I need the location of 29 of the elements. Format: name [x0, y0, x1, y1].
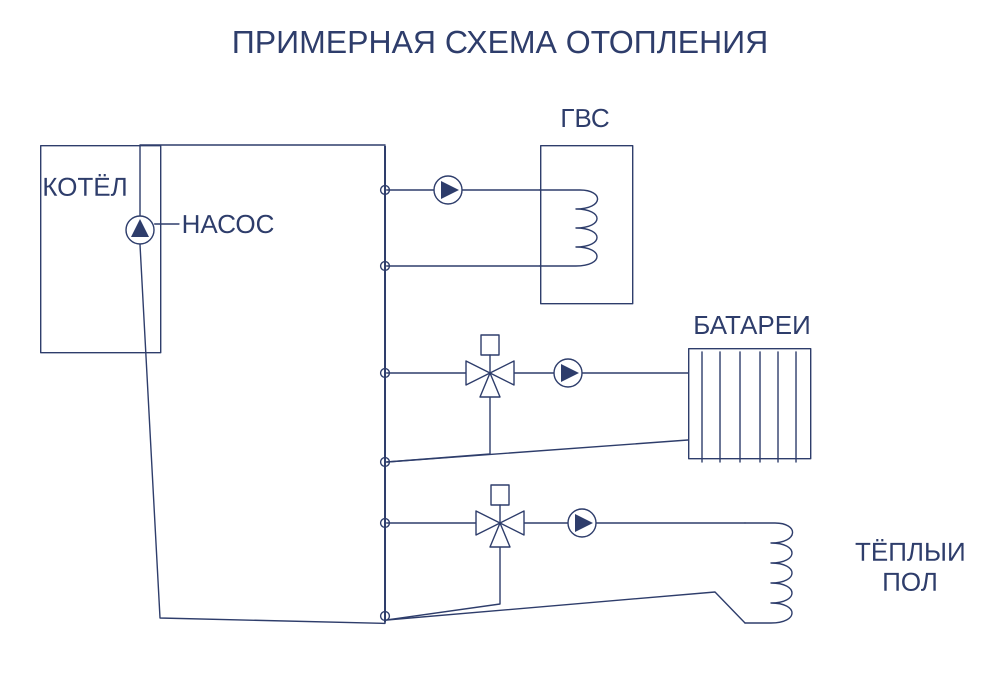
- pipe: [582, 372, 689, 374]
- node-label: ГВС: [562, 108, 609, 128]
- leader-line: [154, 223, 180, 225]
- pipe: [596, 522, 746, 524]
- pipe: [139, 144, 386, 216]
- node-label: БАТАРЕИ: [695, 316, 809, 334]
- pipe: [386, 189, 434, 191]
- boiler-box: КОТЁЛ: [40, 145, 162, 354]
- pump-symbol: [553, 358, 583, 388]
- pipe: [386, 265, 541, 267]
- pipe: [524, 522, 568, 524]
- pipe: [514, 372, 554, 374]
- pump-symbol: [567, 508, 597, 538]
- title: ПРИМЕРНАЯ СХЕМА ОТОПЛЕНИЯ: [234, 30, 766, 54]
- pump-symbol: [433, 175, 463, 205]
- pipe: [139, 244, 386, 624]
- pipe: [386, 397, 491, 463]
- pipe: [386, 547, 501, 621]
- manifold-pipe: [380, 146, 390, 623]
- mixing-valve: [475, 484, 525, 548]
- pump-label: НАСОС: [184, 214, 274, 234]
- pump-symbol: [125, 215, 155, 245]
- radiator: БАТАРЕИ: [688, 316, 812, 463]
- pipe: [386, 372, 466, 374]
- pipe: [462, 189, 541, 191]
- mixing-valve: [465, 334, 515, 398]
- pipe: [386, 522, 476, 524]
- water-heater-tank: ГВС: [539, 108, 634, 304]
- floor-heating-coil: ТЁПЛЫИ ПОЛ: [744, 522, 964, 624]
